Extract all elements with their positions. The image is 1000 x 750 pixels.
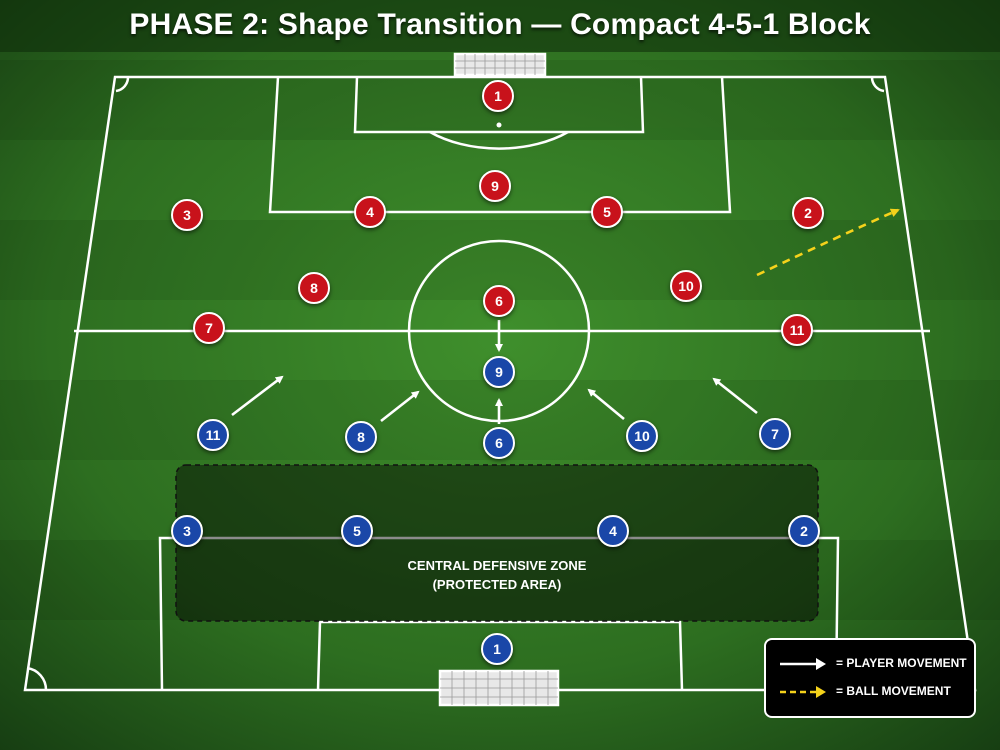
red-player-6[interactable]: 6 <box>483 285 515 317</box>
top-goal <box>453 52 547 77</box>
red-player-2[interactable]: 2 <box>792 197 824 229</box>
top-goal-area <box>353 76 645 134</box>
blue-player-2[interactable]: 2 <box>788 515 820 547</box>
player-movement-arrows <box>231 320 758 424</box>
corner-arc-bottom-left <box>26 666 48 691</box>
corner-arc-top-right <box>870 76 885 93</box>
blue-player-4[interactable]: 4 <box>597 515 629 547</box>
zone-label: CENTRAL DEFENSIVE ZONE (PROTECTED AREA) <box>176 556 818 594</box>
red-player-7[interactable]: 7 <box>193 312 225 344</box>
bottom-goal-area <box>316 620 684 691</box>
red-player-5[interactable]: 5 <box>591 196 623 228</box>
dashed-yellow-arrow-icon <box>780 686 826 698</box>
legend: = PLAYER MOVEMENT = BALL MOVEMENT <box>764 638 976 718</box>
corner-arc-top-left <box>115 76 130 93</box>
blue-player-6[interactable]: 6 <box>483 427 515 459</box>
bottom-goal <box>438 669 560 707</box>
blue-player-8[interactable]: 8 <box>345 421 377 453</box>
legend-row-ball: = BALL MOVEMENT <box>778 682 974 702</box>
blue-player-9[interactable]: 9 <box>483 356 515 388</box>
blue-player-5[interactable]: 5 <box>341 515 373 547</box>
red-player-9[interactable]: 9 <box>479 170 511 202</box>
red-player-4[interactable]: 4 <box>354 196 386 228</box>
movement-arrow-blue-11 <box>231 375 284 417</box>
red-player-8[interactable]: 8 <box>298 272 330 304</box>
central-defensive-zone <box>175 464 819 622</box>
blue-player-1[interactable]: 1 <box>481 633 513 665</box>
blue-player-7[interactable]: 7 <box>759 418 791 450</box>
legend-ball-label: = BALL MOVEMENT <box>836 684 951 698</box>
solid-white-arrow-icon <box>780 658 826 670</box>
blue-player-10[interactable]: 10 <box>626 420 658 452</box>
zone-label-line-2: (PROTECTED AREA) <box>432 577 562 592</box>
legend-player-label: = PLAYER MOVEMENT <box>836 656 967 670</box>
red-player-3[interactable]: 3 <box>171 199 203 231</box>
bottom-penalty-box <box>158 536 840 691</box>
top-penalty-arc <box>429 130 569 150</box>
red-player-1[interactable]: 1 <box>482 80 514 112</box>
ball-movement-arrow <box>756 208 900 277</box>
page-title: PHASE 2: Shape Transition — Compact 4-5-… <box>129 8 871 41</box>
movement-arrow-blue-8 <box>380 390 420 423</box>
penalty-spot <box>496 122 502 128</box>
red-player-10[interactable]: 10 <box>670 270 702 302</box>
legend-row-player: = PLAYER MOVEMENT <box>778 654 974 674</box>
zone-label-line-1: CENTRAL DEFENSIVE ZONE <box>407 558 587 573</box>
top-penalty-box <box>268 76 732 214</box>
movement-arrow-blue-10 <box>587 388 625 421</box>
movement-arrow-blue-7 <box>712 377 758 415</box>
pitch-markings <box>23 75 977 692</box>
blue-player-11[interactable]: 11 <box>197 419 229 451</box>
blue-player-3[interactable]: 3 <box>171 515 203 547</box>
title-bar <box>0 0 1000 52</box>
red-player-11[interactable]: 11 <box>781 314 813 346</box>
